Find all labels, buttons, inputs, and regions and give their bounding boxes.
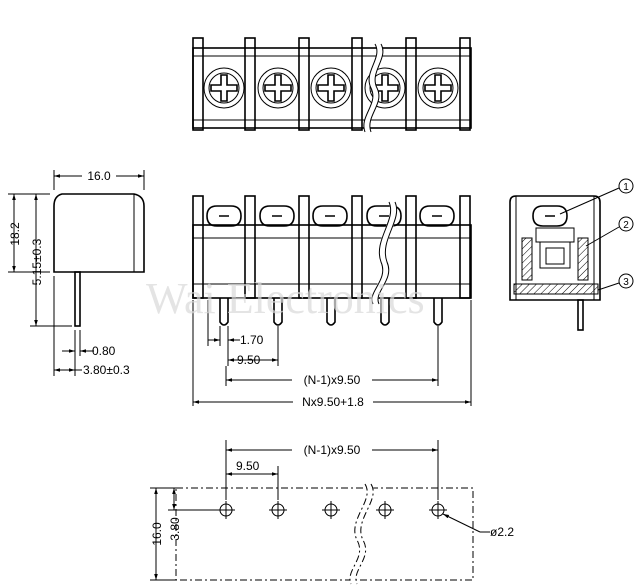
side-height-label: 18.2: [8, 222, 22, 246]
callout-3-label: 3: [623, 277, 629, 288]
screw-icon: [310, 67, 352, 109]
top-view: [192, 37, 472, 134]
hole-icon: [217, 501, 235, 519]
front-view: 1.70 9.50 (N-1)x9.50 Nx9.50+1.8: [192, 195, 472, 409]
pcb-holes: [217, 501, 447, 519]
screw-icon: [203, 67, 245, 109]
top-screws: [203, 67, 459, 109]
break-mark: [349, 482, 374, 586]
break-mark: [363, 42, 384, 134]
front-screw-heads: [206, 205, 455, 227]
hole-icon: [269, 501, 287, 519]
callout-1-label: 1: [623, 182, 629, 193]
pin-height-label: 5.15±0.3: [30, 238, 44, 285]
watermark: Wai Electronics: [146, 274, 425, 323]
side-width-label: 16.0: [87, 169, 111, 183]
break-mark: [371, 200, 398, 306]
callout-2-label: 2: [623, 220, 629, 231]
callout-1: 1: [559, 178, 634, 215]
callout-3: 3: [597, 273, 634, 291]
callout-2: 2: [585, 216, 634, 247]
pin-thickness-label: 1.70: [240, 333, 264, 347]
hole-icon: [322, 501, 340, 519]
section-view: 1 2 3: [509, 178, 634, 331]
front-barriers: [192, 195, 471, 299]
top-barriers: [192, 37, 471, 131]
pcb-span-label: (N-1)x9.50: [304, 443, 361, 457]
total-length-label: Nx9.50+1.8: [302, 395, 364, 409]
front-pitch-label: 9.50: [237, 353, 261, 367]
hole-icon: [429, 501, 447, 519]
pin-offset-label: 3.80±0.3: [83, 363, 130, 377]
pcb-height-label: 16.0: [150, 522, 164, 546]
front-pins: [219, 298, 443, 326]
pcb-hole-offset-label: 3.80: [168, 517, 182, 541]
pin-width-label: 0.80: [92, 344, 116, 358]
pcb-layout: 16.0 3.80: [150, 440, 514, 586]
screw-icon: [257, 67, 299, 109]
side-view: 16.0 18.2 5.15±0.3 0.80 3.80±0.3: [8, 168, 145, 377]
hole-icon: [376, 501, 394, 519]
pcb-pitch-label: 9.50: [236, 459, 260, 473]
hole-diameter-label: ø2.2: [490, 525, 514, 539]
front-span-label: (N-1)x9.50: [304, 373, 361, 387]
screw-icon: [417, 67, 459, 109]
